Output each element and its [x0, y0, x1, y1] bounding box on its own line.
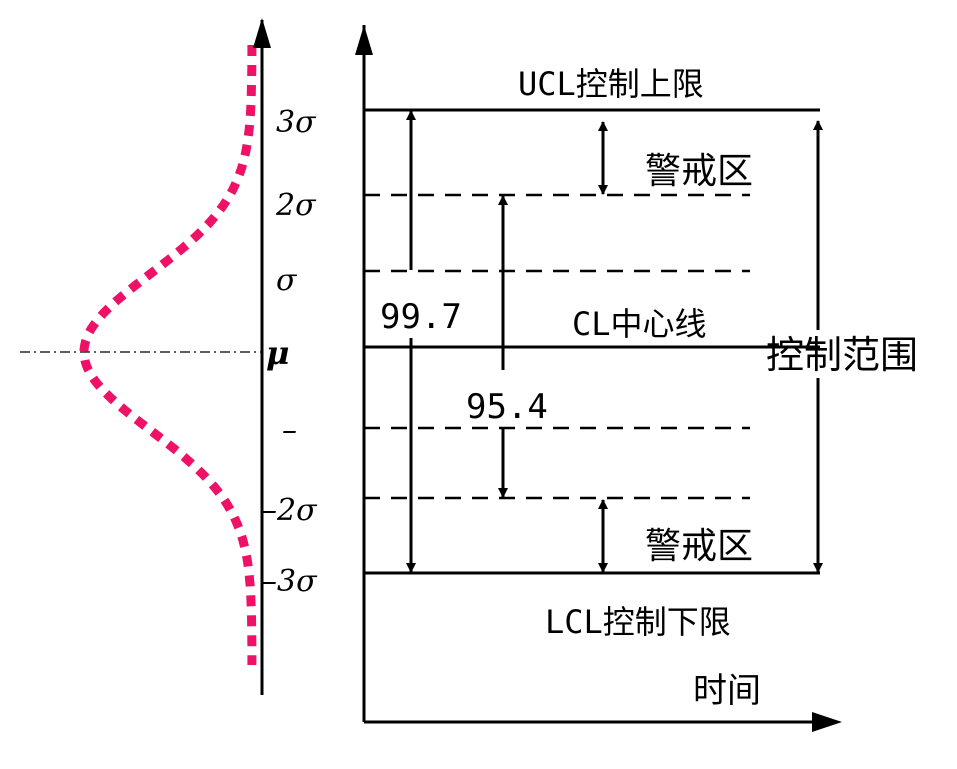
- chart-y-axis-arrowhead: [355, 25, 373, 55]
- time-axis-label: 时间: [693, 671, 761, 711]
- tick-minus-2sigma: –2σ: [262, 493, 318, 528]
- tick-mu: μ: [266, 334, 289, 372]
- cl-label: CL中心线: [572, 305, 707, 343]
- sigma-axis-arrowhead: [253, 18, 271, 48]
- normal-distribution-curve: [79, 45, 257, 665]
- ucl-label: UCL控制上限: [518, 65, 704, 103]
- control-range-label: 控制范围: [766, 333, 918, 377]
- tick-3sigma: 3σ: [276, 105, 317, 140]
- chart-x-axis-arrowhead: [812, 712, 842, 732]
- tick-2sigma: 2σ: [275, 188, 317, 223]
- tick-minus: –: [282, 413, 297, 448]
- warning-zone-lower-label: 警戒区: [645, 526, 753, 567]
- tick-minus-3sigma: –3σ: [262, 564, 318, 599]
- tick-sigma: σ: [276, 263, 298, 298]
- lcl-label: LCL控制下限: [545, 603, 731, 641]
- value-997: 99.7: [380, 297, 462, 337]
- value-954: 95.4: [466, 387, 548, 427]
- warning-zone-upper-label: 警戒区: [645, 151, 753, 192]
